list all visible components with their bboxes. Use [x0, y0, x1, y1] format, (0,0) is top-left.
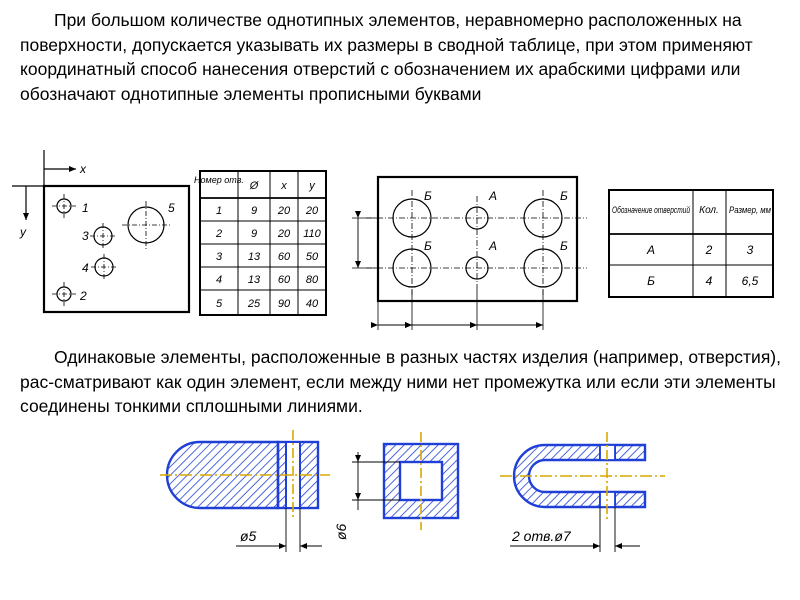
summary-table: Обозначение отверстий Кол. Размер, мм А …: [608, 189, 774, 298]
coord-cell: 40: [306, 298, 319, 310]
coord-cell: 5: [216, 298, 223, 310]
summary-cell: А: [646, 243, 655, 257]
hole-letter-label: Б: [560, 189, 568, 203]
dim-label-2holes-d7: 2 отв.ø7: [511, 528, 572, 544]
plate-coordinate-figure: [12, 150, 191, 314]
square-block-drawing: ø6: [333, 432, 460, 540]
paragraph-1: При большом количестве однотипных элемен…: [20, 8, 790, 106]
hole-label-1: 1: [82, 201, 89, 215]
coord-cell: 90: [278, 298, 291, 310]
paragraph-1-text: При большом количестве однотипных элемен…: [20, 10, 753, 104]
rounded-rod-drawing: ø5: [160, 430, 330, 552]
hole-label-5: 5: [168, 201, 175, 215]
axis-x-label: x: [79, 162, 87, 176]
coordinate-table: Номер отв. Ø x y 1 9 20 20 2 9 20 110 3 …: [194, 170, 327, 316]
plate-letter-labels: Б А Б Б А Б: [424, 189, 568, 253]
axis-y-label: y: [19, 225, 27, 239]
coord-cell: 20: [305, 205, 319, 217]
hole-letter-label: Б: [424, 189, 432, 203]
hole-label-4: 4: [82, 261, 89, 275]
coord-cell: 3: [216, 251, 223, 263]
coord-header-d: Ø: [249, 180, 260, 192]
coord-cell: 50: [306, 251, 319, 263]
summary-cell: 3: [747, 243, 754, 257]
hole-letter-label: А: [488, 189, 497, 203]
paragraph-2: Одинаковые элементы, расположенные в раз…: [20, 345, 790, 419]
hole-letter-label: А: [488, 239, 497, 253]
summary-header-qty: Кол.: [699, 205, 719, 216]
summary-header-size: Размер, мм: [729, 205, 771, 216]
coord-cell: 80: [306, 274, 319, 286]
coord-cell: 20: [277, 228, 291, 240]
summary-cell: 2: [705, 243, 713, 257]
coord-header-x: x: [280, 180, 287, 192]
plate-coordinate-labels: x y 1 3 4 5 2: [19, 162, 175, 303]
u-shaped-drawing: 2 отв.ø7: [500, 432, 665, 552]
coord-cell: 1: [216, 205, 222, 217]
dim-label-d5: ø5: [240, 528, 257, 544]
coord-cell: 20: [277, 205, 291, 217]
coord-cell: 110: [303, 228, 321, 240]
summary-cell: 4: [706, 274, 713, 288]
coord-cell: 13: [248, 274, 261, 286]
hole-letter-label: Б: [560, 239, 568, 253]
summary-cell: Б: [647, 274, 655, 288]
coord-cell: 2: [215, 228, 222, 240]
hole-label-2: 2: [79, 289, 87, 303]
summary-cell: 6,5: [742, 274, 759, 288]
coord-cell: 13: [248, 251, 261, 263]
dim-label-d6: ø6: [333, 523, 349, 540]
coord-cell: 9: [251, 228, 257, 240]
coord-header-y: y: [308, 180, 316, 192]
coord-cell: 60: [278, 251, 291, 263]
summary-header-designation: Обозначение отверстий: [612, 205, 690, 216]
plate2-outline: [376, 175, 579, 303]
plate-outline: [42, 184, 191, 314]
plate-letter-figure: [352, 175, 587, 330]
hole-letter-label: Б: [424, 239, 432, 253]
coord-cell: 60: [278, 274, 291, 286]
coord-header-num: Номер отв.: [194, 175, 244, 185]
coord-cell: 4: [216, 274, 222, 286]
paragraph-2-text: Одинаковые элементы, расположенные в раз…: [20, 347, 782, 416]
coord-cell: 25: [247, 298, 261, 310]
hole-label-3: 3: [82, 229, 89, 243]
coord-cell: 9: [251, 205, 257, 217]
